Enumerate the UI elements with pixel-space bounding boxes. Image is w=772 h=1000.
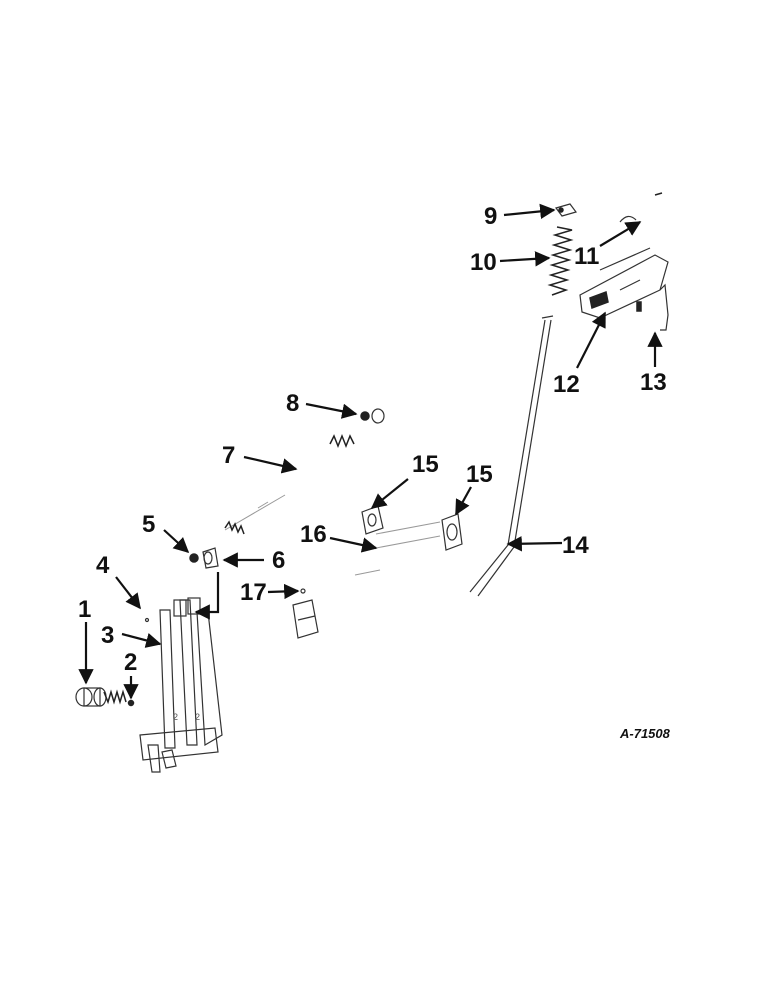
cross-shaft-part [354,521,441,576]
nut-part [189,553,199,563]
svg-text:2: 2 [173,712,178,722]
small-pin-part [144,617,150,623]
bushing-part [75,687,107,707]
callout-11: 11 [574,243,599,270]
callout-4: 4 [96,552,110,579]
spring-cap-part [360,408,385,424]
compression-spring-part [547,226,574,296]
callout-17: 17 [240,579,267,606]
link-part-right [441,513,463,551]
strap-part [636,283,669,331]
callout-1: 1 [78,596,91,623]
callout-12: 12 [553,371,580,398]
leader-lines [78,203,663,700]
callout-8: 8 [286,390,299,417]
callout-3: 3 [101,622,114,649]
return-spring-part [329,433,355,449]
spring-retainer-part [554,203,578,217]
callout-15-right: 15 [466,461,493,488]
callout-7: 7 [222,442,235,469]
callout-13: 13 [640,369,667,396]
link-part-left [361,505,384,535]
callout-6: 6 [272,547,285,574]
rod-part [224,494,286,535]
small-spring-part [103,689,127,705]
callout-9: 9 [484,203,497,230]
pin-part [127,699,135,707]
callout-5: 5 [142,511,155,538]
bracket-part [292,588,319,639]
callout-15-left: 15 [412,451,439,478]
callout-2: 2 [124,649,137,676]
callout-14: 14 [562,532,589,559]
clevis-part [202,547,219,569]
pedal-assembly-part: 2 2 [139,597,223,773]
clip-part [619,192,663,223]
callout-16: 16 [300,521,327,548]
svg-text:2: 2 [195,712,200,722]
control-rod-part [469,315,554,597]
figure-reference: A-71508 [619,726,671,741]
callout-10: 10 [470,249,497,276]
